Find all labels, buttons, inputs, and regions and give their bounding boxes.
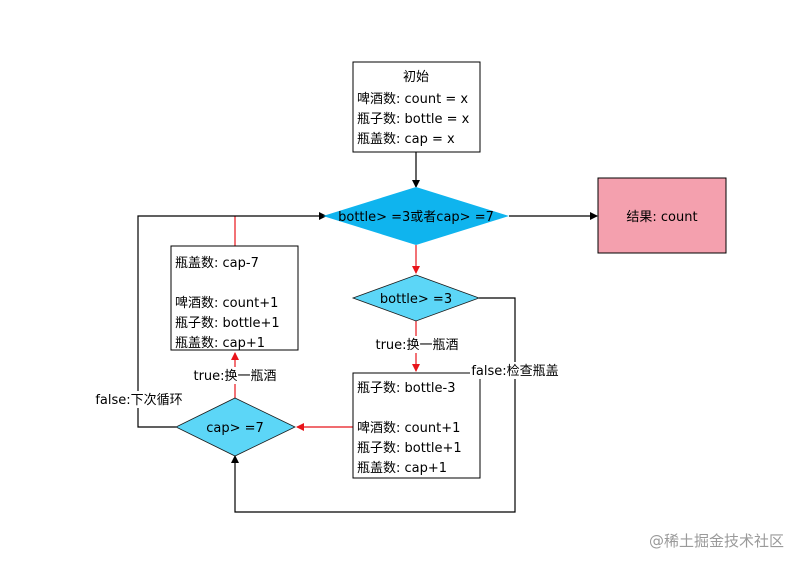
bottle-action-node: 瓶子数: bottle-3 啤酒数: count+1 瓶子数: bottle+1… <box>352 372 481 479</box>
cap-action-line: 瓶盖数: cap-7 <box>175 256 259 271</box>
bottle-condition-diamond <box>351 274 481 322</box>
bottle-action-line: 瓶子数: bottle-3 <box>357 381 455 396</box>
cap-action-line: 瓶子数: bottle+1 <box>175 316 280 331</box>
cap-condition-label: cap> =7 <box>206 421 264 436</box>
edge-label-bottle-true: true:换一瓶酒 <box>375 338 458 353</box>
edge-cap-false <box>137 212 327 428</box>
init-line: 瓶子数: bottle = x <box>357 112 470 127</box>
bottle-action-line: 瓶盖数: cap+1 <box>357 461 447 476</box>
main-condition-node: bottle> =3或者cap> =7 <box>323 187 509 245</box>
result-box <box>597 177 727 254</box>
cap-condition-node: cap> =7 <box>175 397 296 457</box>
edge-bottle-false <box>231 297 516 513</box>
bottle-condition-label: bottle> =3 <box>380 292 452 307</box>
cap-condition-diamond <box>175 397 296 457</box>
init-line: 啤酒数: count = x <box>357 92 468 107</box>
bottle-action-line: 啤酒数: count+1 <box>357 421 460 436</box>
main-condition-label: bottle> =3或者cap> =7 <box>338 210 494 225</box>
init-node: 初始 啤酒数: count = x 瓶子数: bottle = x 瓶盖数: c… <box>352 61 481 153</box>
edge-label-bottle-false: false:检查瓶盖 <box>471 364 558 379</box>
edge-label-cap-true: true:换一瓶酒 <box>193 369 276 384</box>
init-title: 初始 <box>403 70 429 85</box>
watermark: @稀土掘金技术社区 <box>649 532 784 550</box>
bottle-condition-node: bottle> =3 <box>351 274 481 322</box>
main-condition-diamond <box>323 187 509 245</box>
result-label: 结果: count <box>626 210 697 225</box>
cap-action-line: 啤酒数: count+1 <box>175 296 278 311</box>
cap-action-line: 瓶盖数: cap+1 <box>175 336 265 351</box>
bottle-action-line: 瓶子数: bottle+1 <box>357 441 462 456</box>
edge-label-cap-false: false:下次循环 <box>95 392 182 408</box>
init-line: 瓶盖数: cap = x <box>357 132 455 147</box>
cap-action-node: 瓶盖数: cap-7 啤酒数: count+1 瓶子数: bottle+1 瓶盖… <box>170 245 299 351</box>
result-node: 结果: count <box>597 177 727 254</box>
